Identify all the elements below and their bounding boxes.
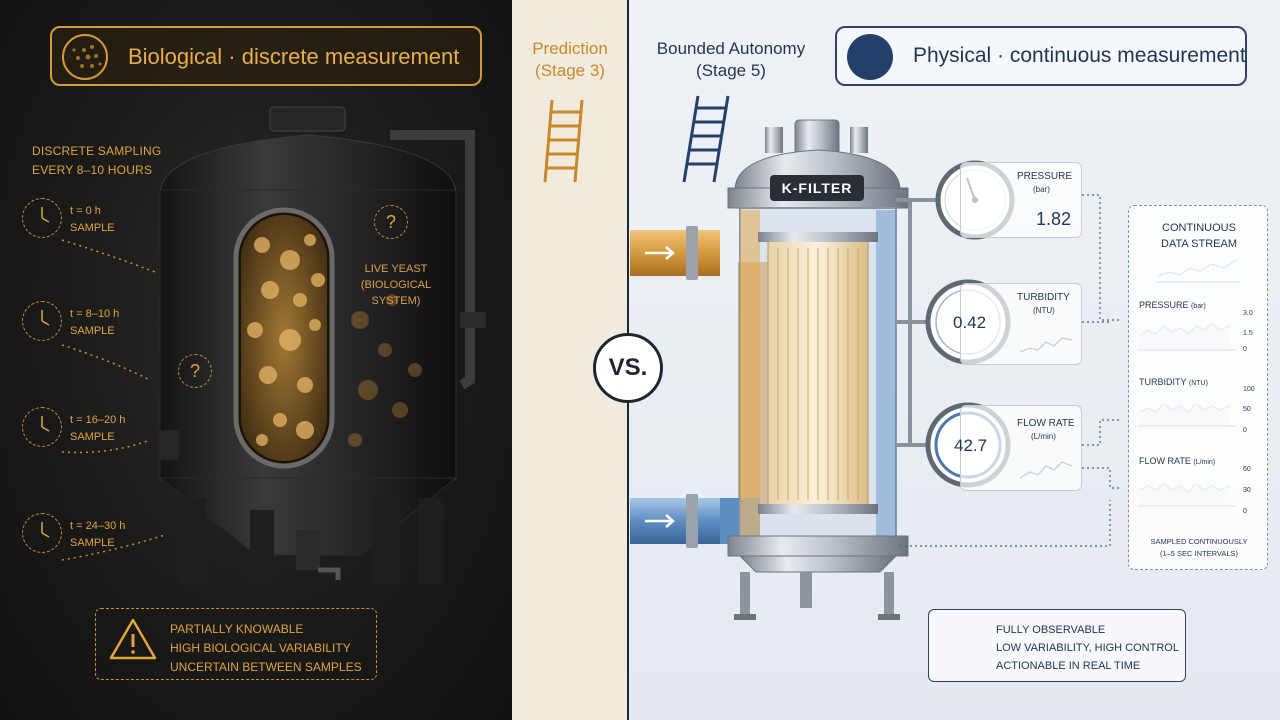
sample-tag: SAMPLE (70, 537, 115, 549)
k-filter-label: K-FILTER (770, 175, 864, 201)
warning-line: HIGH BIOLOGICAL VARIABILITY (170, 641, 351, 655)
autonomy-stage-number: (Stage 5) (696, 61, 766, 80)
ladder-icon-autonomy (682, 95, 730, 183)
clock-icon (22, 301, 62, 341)
sampling-heading-line-1: DISCRETE SAMPLING (32, 144, 162, 158)
stream-chart-name: TURBIDITY (1139, 377, 1187, 387)
turbidity-gauge-card: TURBIDITY (NTU) (960, 283, 1082, 365)
stream-tick: 1.5 (1243, 330, 1253, 337)
stream-footer-line-2: (1–5 SEC INTERVALS) (1159, 549, 1239, 558)
physical-title: Physical · continuous measurement (913, 44, 1246, 67)
warning-line: PARTIALLY KNOWABLE (170, 622, 304, 636)
continuous-data-stream: CONTINUOUS DATA STREAM PRESSURE (bar) 3.… (1128, 205, 1268, 570)
sample-tag: SAMPLE (70, 431, 115, 443)
physical-title-box: Physical · continuous measurement (835, 26, 1247, 86)
clock-hands (41, 207, 50, 538)
live-yeast-label: LIVE YEAST (BIOLOGICAL SYSTEM) (340, 261, 452, 309)
sample-label-4: t = 24–30 h SAMPLE (70, 518, 125, 552)
cells-icon-frame (62, 34, 108, 80)
sample-label-1: t = 0 h SAMPLE (70, 203, 115, 237)
flow-rate-dial-value: 42.7 (954, 436, 988, 455)
gauge-pipes (896, 198, 940, 447)
yeast-label-line-2: (BIOLOGICAL SYSTEM) (360, 279, 432, 307)
status-line: FULLY OBSERVABLE (996, 624, 1106, 636)
stream-tick: 100 (1243, 386, 1255, 393)
sample-label-2: t = 8–10 h SAMPLE (70, 306, 119, 340)
warning-line: UNCERTAIN BETWEEN SAMPLES (170, 660, 362, 674)
stream-tick: 60 (1243, 466, 1251, 473)
question-mark-icon: ? (178, 354, 212, 388)
stream-title: CONTINUOUS DATA STREAM (1129, 220, 1269, 252)
sample-label-3: t = 16–20 h SAMPLE (70, 412, 125, 446)
stream-chart-label: FLOW RATE (L/min) (1139, 456, 1215, 466)
sample-time: t = 16–20 h (70, 414, 126, 426)
uncertainty-text: PARTIALLY KNOWABLE HIGH BIOLOGICAL VARIA… (170, 620, 362, 677)
stream-tick: 30 (1243, 487, 1251, 494)
ladder-icon-prediction (543, 99, 584, 183)
k-filter-housing (727, 119, 909, 620)
vs-badge: VS. (593, 333, 663, 403)
uncertainty-callout: PARTIALLY KNOWABLE HIGH BIOLOGICAL VARIA… (95, 608, 377, 680)
turbidity-dial-value: 0.42 (953, 313, 987, 332)
flow-rate-unit: (L/min) (1031, 432, 1056, 441)
stream-footer-line-1: SAMPLED CONTINUOUSLY (1150, 537, 1248, 546)
stream-chart-label: TURBIDITY (NTU) (1139, 377, 1208, 387)
turbidity-unit: (NTU) (1033, 306, 1055, 315)
pressure-value: 1.82 (1036, 209, 1072, 229)
prediction-stage-number: (Stage 3) (535, 61, 605, 80)
stream-footer: SAMPLED CONTINUOUSLY (1–5 SEC INTERVALS) (1129, 536, 1269, 560)
sample-connectors (61, 239, 166, 561)
flow-rate-title: FLOW RATE (1017, 418, 1075, 429)
stream-chart-unit: (L/min) (1193, 459, 1216, 466)
stream-tick: 0 (1243, 346, 1247, 353)
stream-tick: 50 (1243, 406, 1251, 413)
clock-icon (22, 198, 62, 238)
status-line: ACTIONABLE IN REAL TIME (996, 660, 1141, 672)
yeast-label-line-1: LIVE YEAST (364, 263, 428, 275)
biological-title: Biological · discrete measurement (128, 44, 460, 69)
sample-time: t = 0 h (70, 205, 101, 217)
sample-tag: SAMPLE (70, 325, 115, 337)
stream-chart-label: PRESSURE (bar) (1139, 300, 1206, 310)
autonomy-stage-name: Bounded Autonomy (656, 39, 806, 58)
status-line: LOW VARIABILITY, HIGH CONTROL (996, 642, 1179, 654)
discrete-sampling-heading: DISCRETE SAMPLING EVERY 8–10 HOURS (32, 142, 161, 180)
sample-time: t = 24–30 h (70, 520, 126, 532)
stream-tick: 0 (1243, 427, 1247, 434)
sample-time: t = 8–10 h (70, 308, 120, 320)
prediction-stage-label: Prediction (Stage 3) (520, 38, 620, 82)
clock-icon (22, 513, 62, 553)
biological-title-box: Biological · discrete measurement (50, 26, 482, 86)
pressure-gauge-card: PRESSURE (bar) 1.82 (960, 162, 1082, 238)
pressure-title: PRESSURE (1017, 171, 1073, 182)
eye-icon-frame (847, 34, 893, 80)
sample-tag: SAMPLE (70, 222, 115, 234)
stream-tick: 0 (1243, 508, 1247, 515)
stream-tick: 3.0 (1243, 310, 1253, 317)
pressure-unit: (bar) (1033, 185, 1050, 194)
warning-icon (109, 618, 157, 660)
fermenter-tank (158, 106, 486, 584)
autonomy-stage-label: Bounded Autonomy (Stage 5) (636, 38, 826, 82)
sampling-heading-line-2: EVERY 8–10 HOURS (32, 163, 153, 177)
stream-chart-unit: (NTU) (1188, 380, 1208, 387)
prediction-stage-name: Prediction (532, 39, 608, 58)
question-mark-icon: ? (374, 205, 408, 239)
turbidity-title: TURBIDITY (1017, 292, 1070, 303)
data-links (900, 194, 1120, 547)
flow-rate-gauge-card: FLOW RATE (L/min) (960, 405, 1082, 491)
clock-icon (22, 407, 62, 447)
stream-chart-name: PRESSURE (1139, 300, 1189, 310)
observability-callout: FULLY OBSERVABLE LOW VARIABILITY, HIGH C… (928, 609, 1186, 682)
stream-title-line-2: DATA STREAM (1161, 238, 1237, 250)
observability-text: FULLY OBSERVABLE LOW VARIABILITY, HIGH C… (996, 621, 1179, 675)
stream-chart-unit: (bar) (1191, 303, 1206, 310)
stream-chart-name: FLOW RATE (1139, 456, 1191, 466)
stream-title-line-1: CONTINUOUS (1162, 222, 1236, 234)
